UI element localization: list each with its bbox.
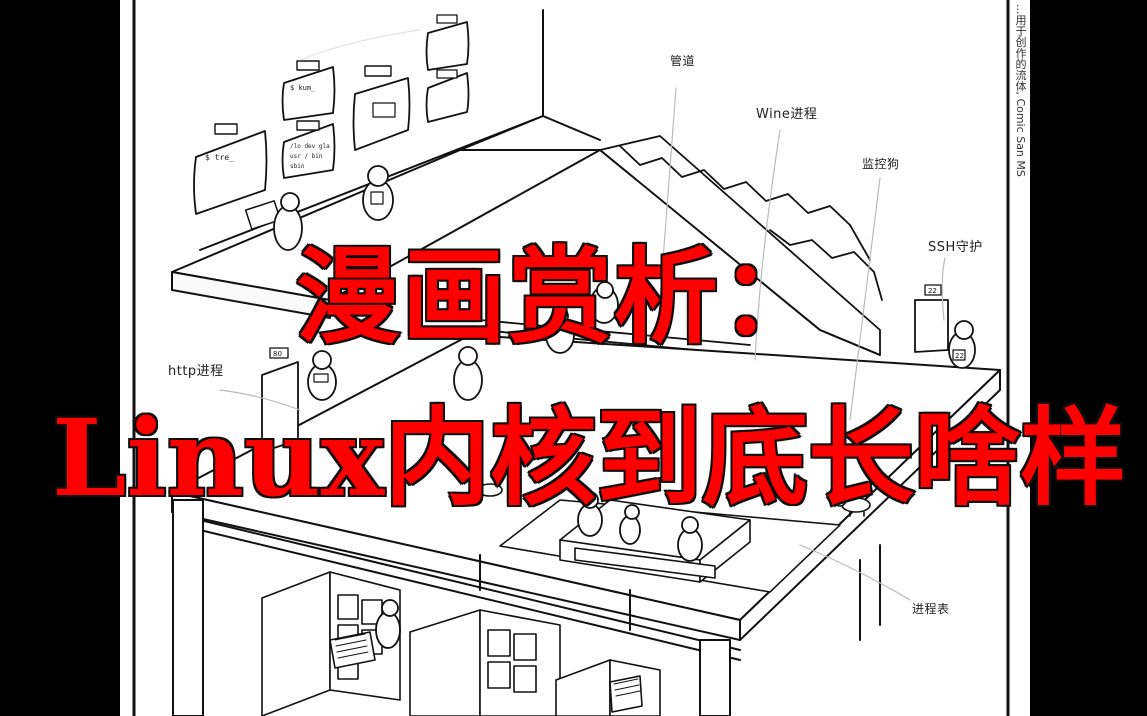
penguin-upper — [362, 165, 394, 221]
penguin-at-panel — [273, 192, 303, 251]
penguins: 22 — [273, 165, 976, 649]
title-linux: Linux — [50, 394, 385, 522]
staircase — [479, 135, 883, 356]
label-http-process: http进程 — [168, 364, 224, 379]
leader-lines — [219, 29, 946, 601]
title-line-1: 漫画赏析： — [294, 235, 827, 360]
process-child-1 — [577, 491, 603, 537]
back-wall — [459, 9, 601, 151]
label-process-table: 进程表 — [912, 602, 950, 616]
label-pipe: 管道 — [670, 54, 696, 68]
penguin-main-1 — [453, 346, 483, 401]
label-ssh-daemon: SSH守护 — [928, 240, 983, 255]
filing-cabinets — [261, 571, 661, 716]
pillars — [172, 499, 881, 716]
svg-text:80: 80 — [273, 350, 282, 358]
penguin-center — [545, 307, 575, 354]
penguin-center-2 — [589, 281, 619, 324]
svg-text:22: 22 — [928, 287, 937, 295]
title-subtitle: 内核到底长啥样 — [383, 396, 1128, 522]
tty-screens: $ tre_ $ kum_ /lo dev gla usr / bin sbin — [193, 14, 470, 230]
svg-text:/lo dev gla: /lo dev gla — [290, 143, 330, 150]
label-wine-process: Wine进程 — [756, 107, 818, 122]
process-child-3 — [677, 516, 703, 562]
label-watchdog: 监控狗 — [862, 157, 900, 171]
doors: 80 22 — [261, 284, 949, 453]
dog-right — [833, 493, 871, 517]
watchdogs — [470, 480, 871, 517]
side-credit: ...用于创作的流体, Comic San MS — [1014, 4, 1027, 177]
penguin-files — [375, 599, 401, 649]
svg-text:usr / bin: usr / bin — [290, 153, 323, 160]
svg-text:$ tre_: $ tre_ — [205, 153, 234, 162]
dog-center — [470, 480, 503, 497]
title-line-2: Linux内核到底长啥样 — [50, 372, 1128, 526]
process-child-2 — [619, 504, 641, 545]
penguin-http — [307, 350, 337, 401]
svg-text:$ kum_: $ kum_ — [290, 84, 316, 92]
svg-text:22: 22 — [955, 352, 964, 360]
penguin-ssh: 22 — [948, 320, 976, 369]
svg-text:sbin: sbin — [290, 163, 305, 170]
